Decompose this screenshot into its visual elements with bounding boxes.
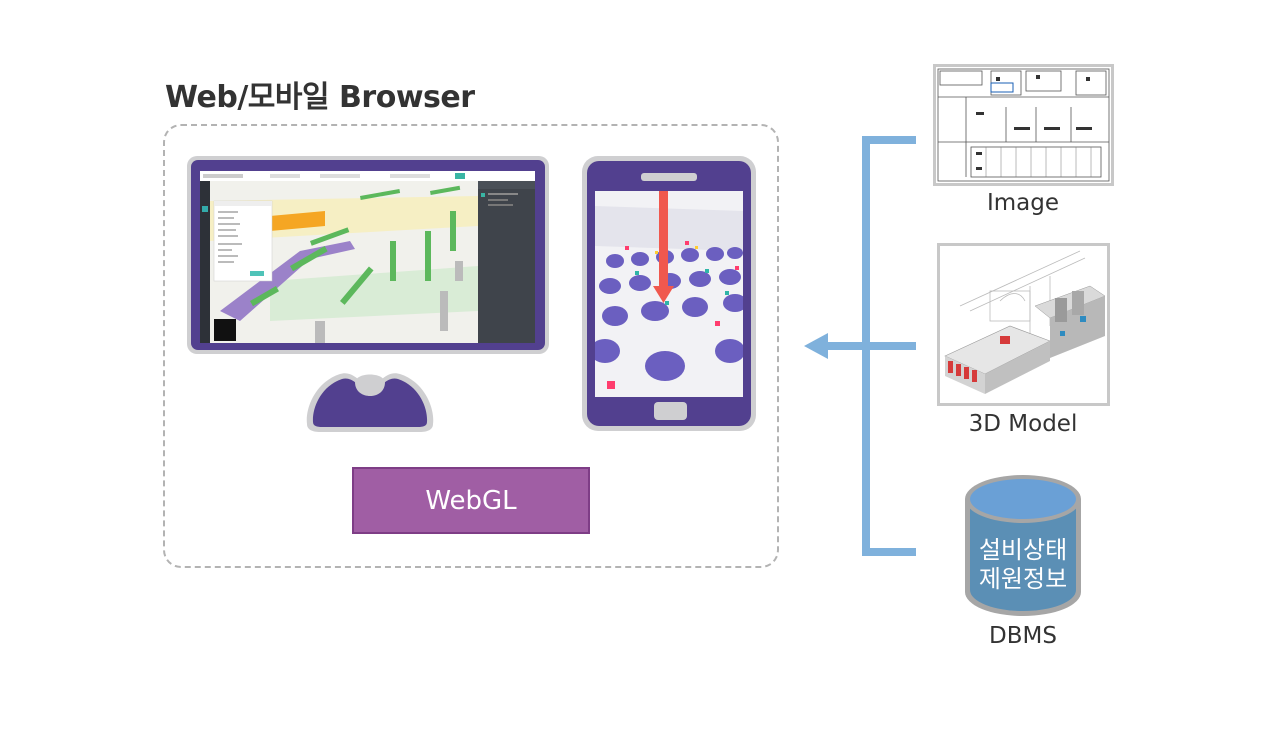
model-label: 3D Model	[968, 411, 1078, 437]
phone-home-button	[654, 402, 687, 420]
desktop-monitor	[187, 156, 549, 354]
db-text-line1: 설비상태	[978, 536, 1068, 564]
floor-plan-image	[936, 67, 1111, 183]
dbms-label: DBMS	[989, 623, 1057, 649]
webgl-box: WebGL	[352, 467, 590, 534]
database-icon	[965, 475, 1081, 616]
mobile-phone	[582, 156, 756, 431]
desktop-app-screenshot	[200, 171, 535, 343]
3d-model-image	[940, 246, 1107, 403]
monitor-stand	[306, 373, 434, 432]
left-arrow-icon	[804, 333, 828, 359]
phone-speaker	[641, 173, 697, 181]
model-thumbnail	[937, 243, 1110, 406]
browser-container	[163, 124, 779, 568]
image-label: Image	[986, 190, 1060, 216]
diagram-title: Web/모바일 Browser	[165, 80, 475, 115]
mobile-app-screenshot	[595, 191, 743, 397]
monitor-screen	[200, 171, 535, 343]
db-text-line2: 제원정보	[978, 565, 1068, 593]
image-thumbnail	[933, 64, 1114, 186]
phone-screen	[595, 191, 743, 397]
monitor-bezel	[191, 160, 545, 350]
phone-body	[587, 161, 751, 426]
db-contents-label: 설비상태 제원정보	[963, 536, 1083, 594]
connector-bracket	[804, 136, 916, 556]
